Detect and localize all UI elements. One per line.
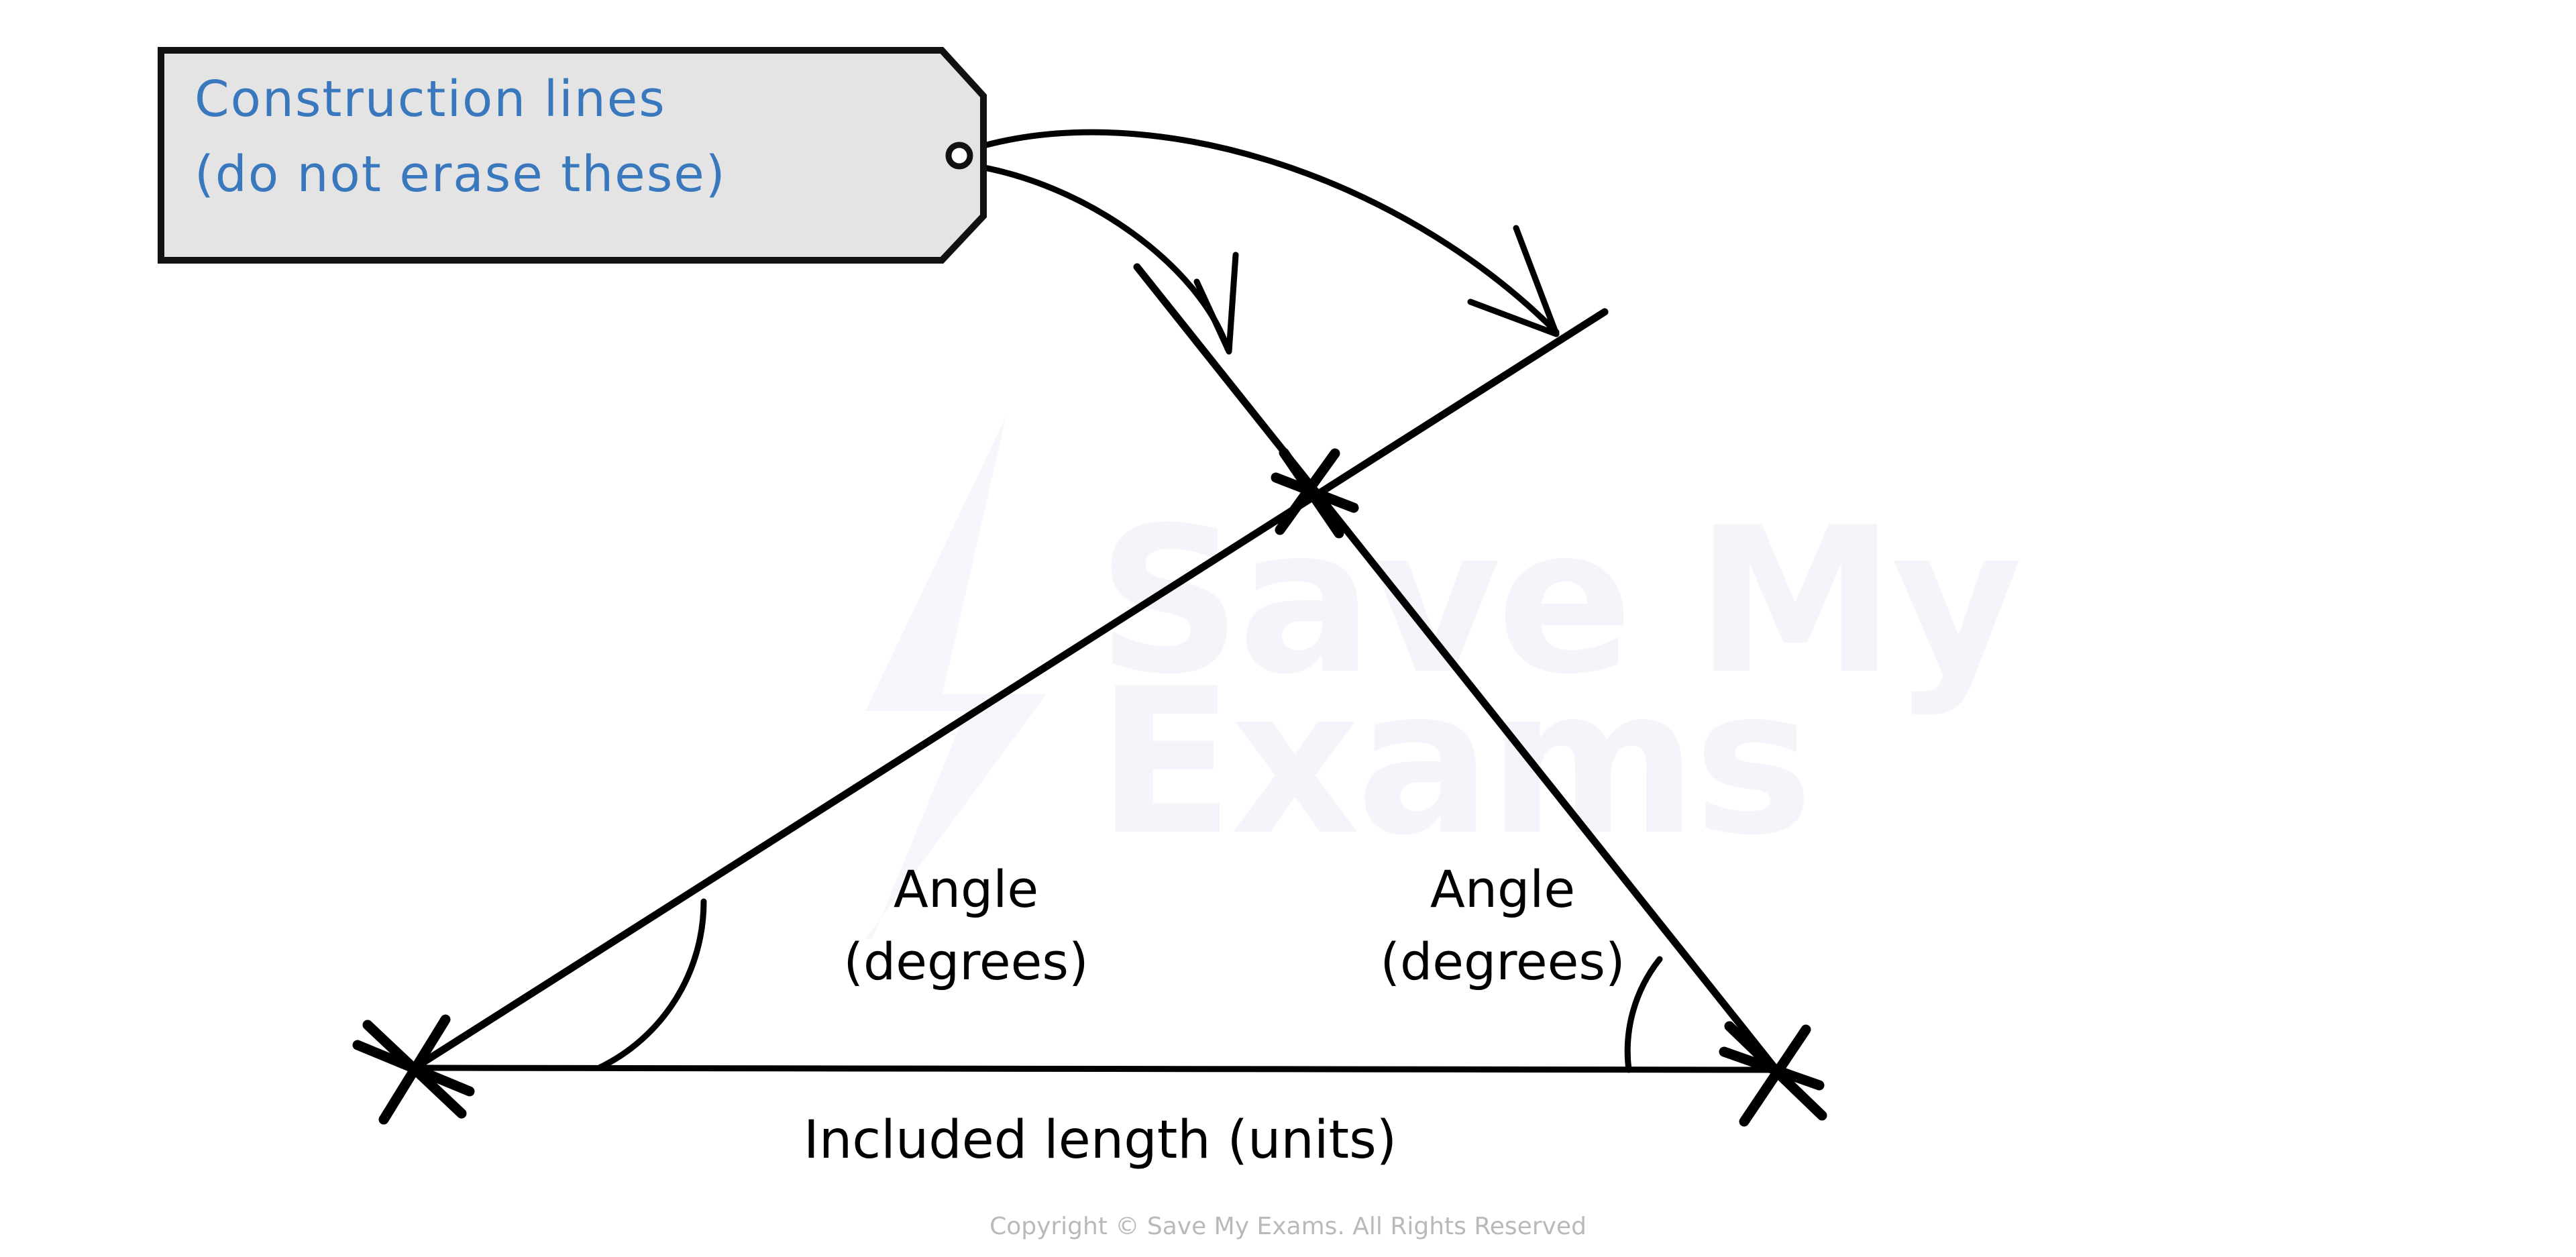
angle-label-right-line-2: (degrees) [1380,931,1625,991]
watermark-line-2: Exams [1097,645,1809,879]
right-angle-ray-construction-line [1133,263,1780,1074]
angle-label-right-line-1: Angle [1430,859,1576,919]
eyelet-hole-icon [945,142,973,170]
angle-label-right: Angle (degrees) [1295,853,1711,998]
baseline-segment [414,1064,1777,1073]
tag-shape [158,47,987,264]
callout-tag[interactable] [158,47,987,264]
included-length-label: Included length (units) [803,1110,1397,1170]
copyright-footer: Copyright © Save My Exams. All Rights Re… [989,1213,1587,1240]
watermark-group: Save My Exams [865,416,2025,939]
arrow-to-left-construction-line [961,161,1231,352]
arrowhead-left-icon [1193,252,1239,355]
vertex-cross-left [352,1014,475,1125]
angle-label-left-line-1: Angle [893,859,1039,919]
apex-cross-mark [1271,447,1359,539]
arrowhead-right-icon [1467,225,1560,337]
angle-arc-right [1624,956,1663,1073]
watermark-line-1: Save My [1097,484,2021,718]
angle-label-left: Angle (degrees) [758,853,1174,998]
left-angle-ray-construction-line [411,308,1609,1072]
callout-arrows [961,129,1560,355]
angle-label-left-line-2: (degrees) [843,931,1089,991]
lightning-bolt-icon [865,416,1046,939]
construction-geometry [352,263,1827,1127]
vertex-cross-right [1719,1021,1827,1127]
angle-arc-left [596,898,707,1071]
arrow-to-right-construction-line [963,129,1560,335]
